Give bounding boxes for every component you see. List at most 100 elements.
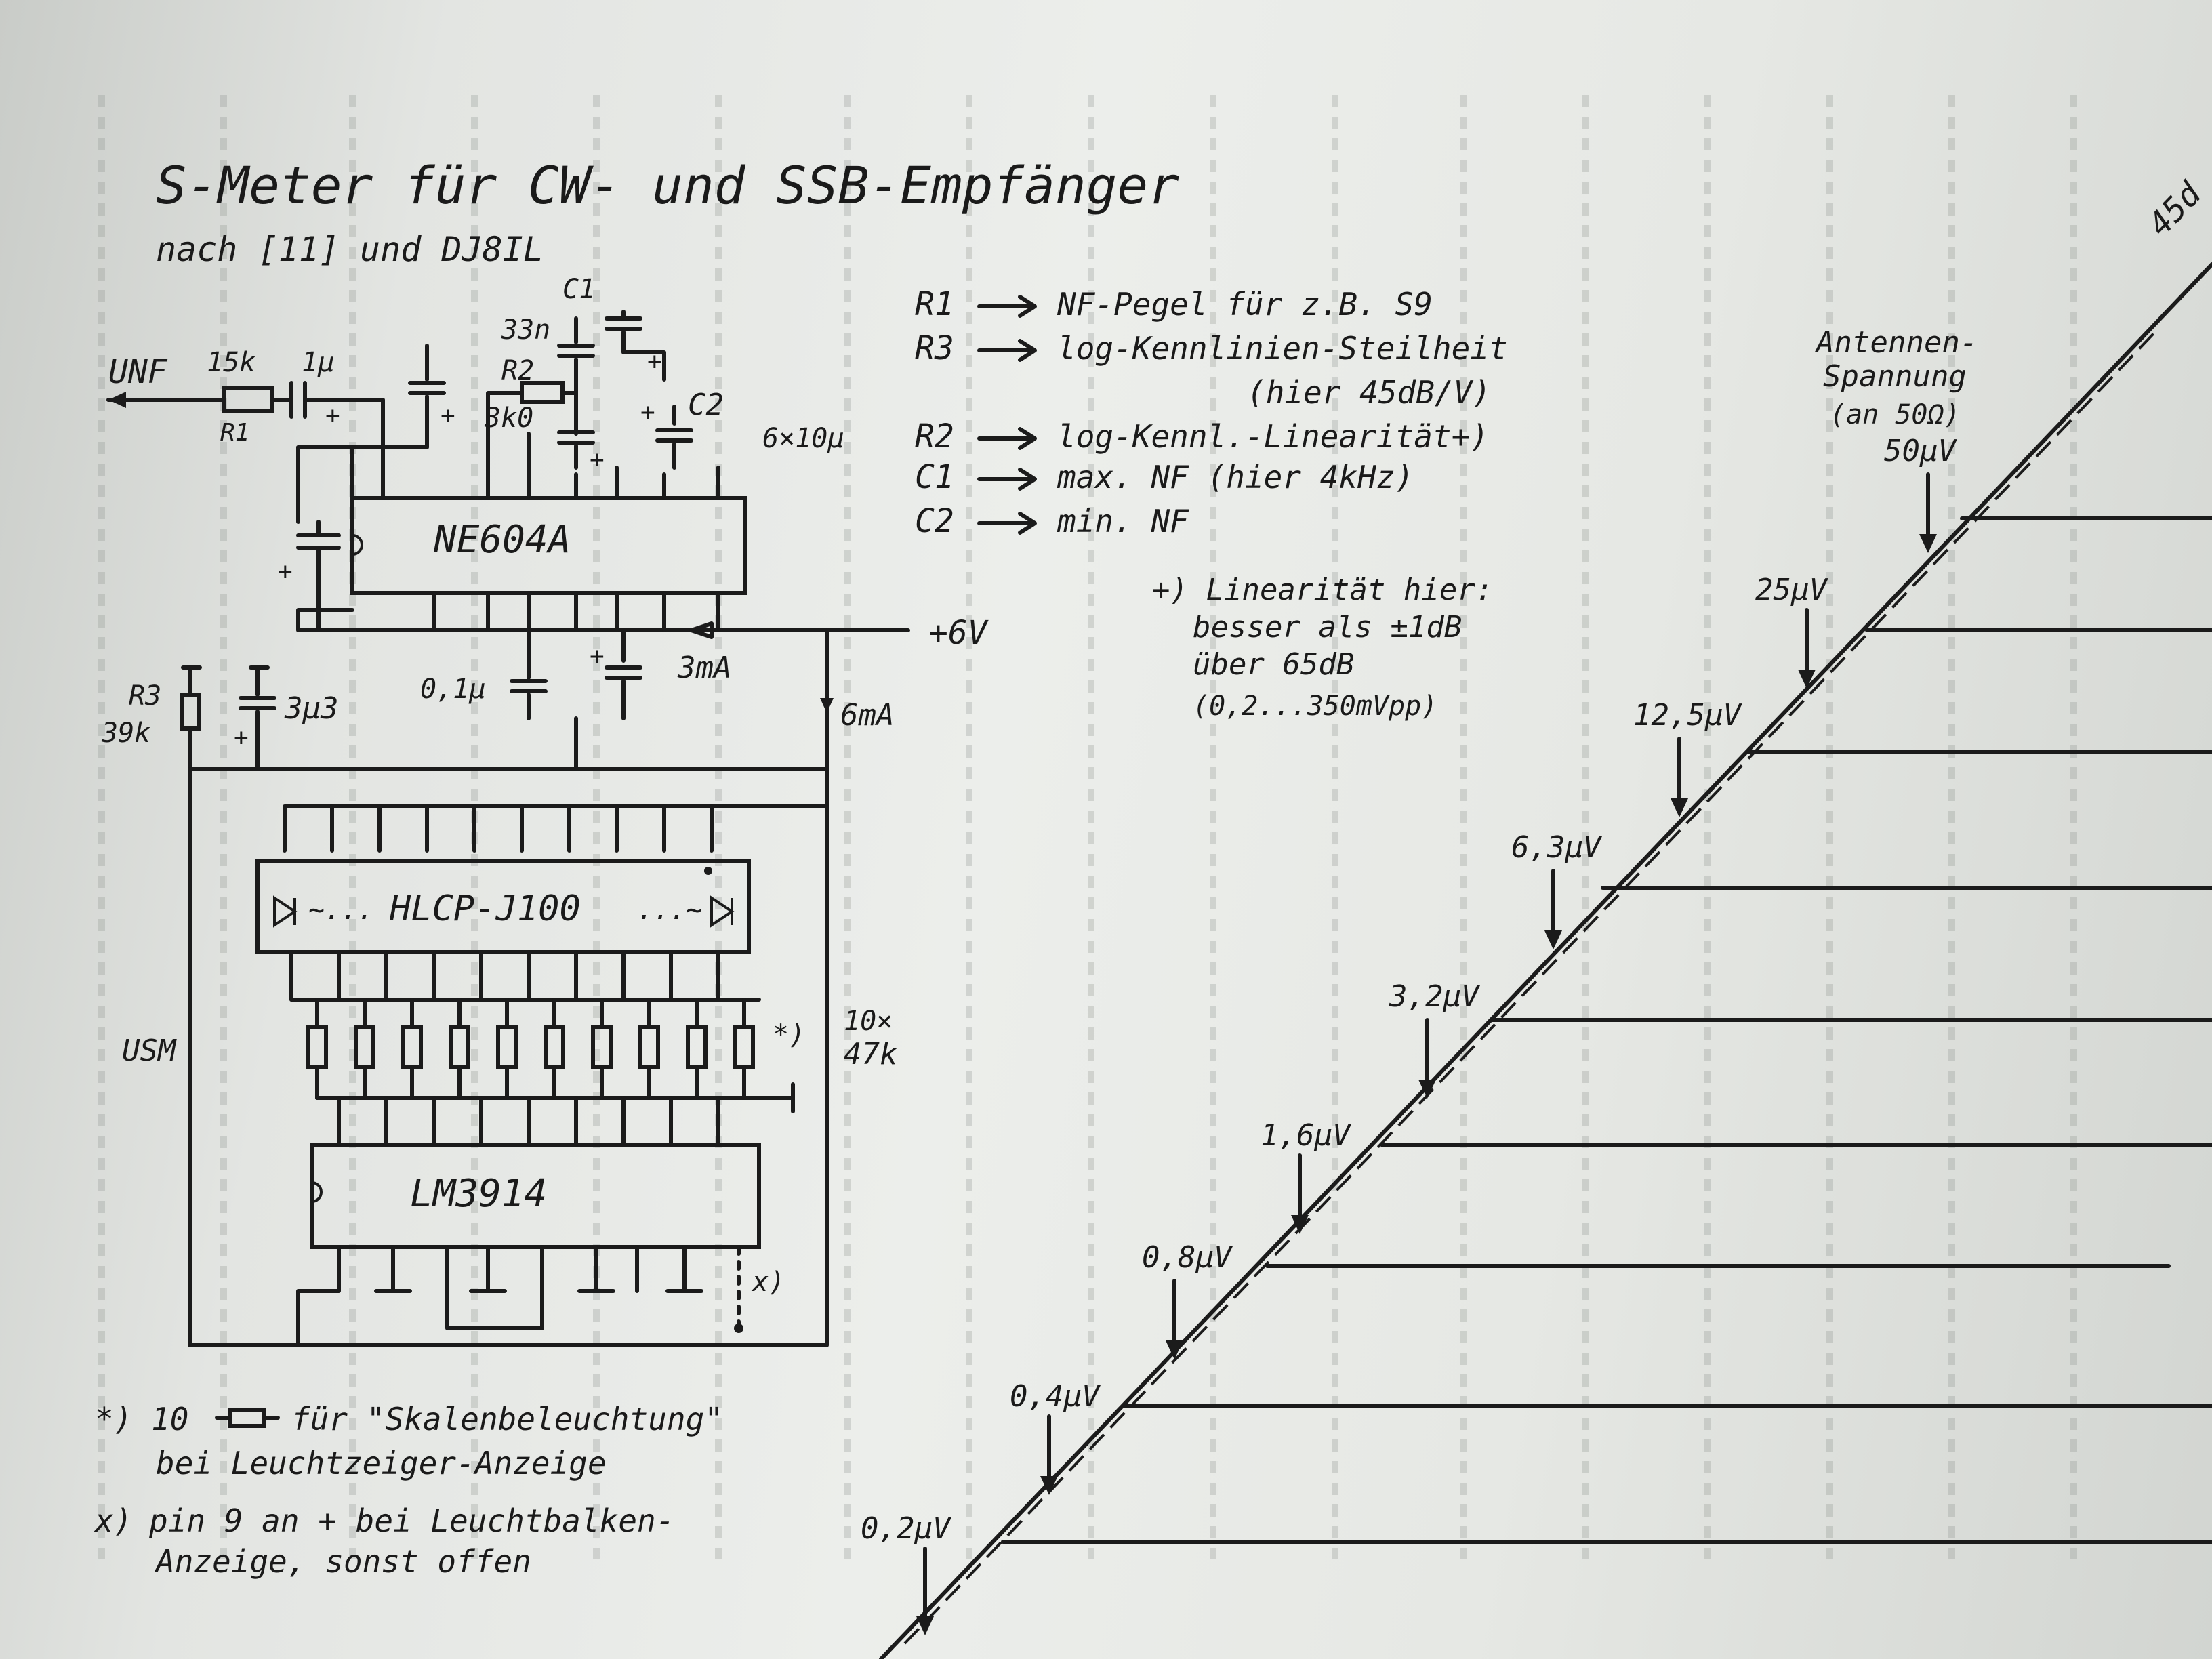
footnote-mark: x) — [94, 1502, 132, 1539]
plus-sign: + — [590, 642, 605, 670]
note-lhs: R1 — [915, 285, 954, 323]
level-marker: 0,4µV — [1010, 1379, 1101, 1495]
page-title: S-Meter für CW- und SSB-Empfänger — [156, 155, 1179, 216]
footnote-text: pin 9 an + bei Leuchtbalken- — [148, 1502, 674, 1539]
plus-sign: + — [647, 348, 662, 375]
linearity-note: +) Linearität hier: besser als ±1dB über… — [1152, 573, 1493, 722]
level-marker: 0,8µV — [1142, 1240, 1233, 1359]
resistor-array-count: 10× — [844, 1006, 893, 1037]
display-ellipsis: ~... — [308, 895, 373, 926]
level-label: 0,8µV — [1142, 1240, 1233, 1275]
resistor-array — [289, 998, 795, 1113]
note-rhs-sub: (hier 45dB/V) — [1247, 374, 1491, 411]
r3-resistor — [180, 693, 201, 731]
plus-sign: + — [234, 724, 249, 752]
display-ellipsis: ...~ — [637, 895, 702, 926]
r1-resistor — [222, 386, 274, 413]
slope-line — [879, 262, 2212, 1659]
ne604a-label: NE604A — [433, 518, 571, 562]
r1-name: R1 — [220, 419, 249, 447]
level-label: 25µV — [1755, 573, 1828, 607]
lm3914-label: LM3914 — [410, 1172, 547, 1216]
note-rhs: log-Kennl.-Linearität+) — [1057, 418, 1489, 455]
level-label: 0,2µV — [861, 1511, 952, 1546]
current-ic1: 3mA — [677, 651, 731, 685]
level-marker: 50µV — [1884, 434, 1957, 553]
note-row: C1 max. NF (hier 4kHz) — [915, 458, 1414, 496]
linearity-line: +) Linearität hier: — [1152, 573, 1493, 607]
cap-array-label: 6×10µ — [762, 423, 844, 454]
note-row: R2 log-Kennl.-Linearität+) — [915, 417, 1489, 455]
level-label: 3,2µV — [1389, 979, 1481, 1014]
r3-name: R3 — [129, 680, 161, 712]
level-label: 6,3µV — [1511, 830, 1603, 865]
plus-sign: + — [590, 446, 605, 474]
c1-name: C1 — [562, 274, 595, 305]
note-lhs: R3 — [915, 329, 954, 367]
level-marker: 1,6µV — [1261, 1118, 1352, 1234]
footnote-text: bei Leuchtzeiger-Anzeige — [156, 1445, 607, 1481]
display-label: HLCP-J100 — [389, 888, 581, 929]
component-notes: R1 NF-Pegel für z.B. S9 R3 log-Kennlinie… — [915, 285, 1508, 540]
plus-sign: + — [278, 558, 293, 586]
plus-sign: + — [325, 402, 340, 430]
note-rhs: max. NF (hier 4kHz) — [1057, 459, 1414, 495]
level-label: 1,6µV — [1261, 1118, 1352, 1153]
bypass-cap-value: 0,1µ — [420, 674, 485, 705]
plus-sign: + — [441, 402, 455, 430]
input-label: UNF — [108, 353, 168, 391]
level-marker: 12,5µV — [1633, 698, 1742, 817]
level-marker: 25µV — [1755, 573, 1828, 689]
level-marker: 0,2µV — [861, 1511, 952, 1635]
note-rhs: log-Kennlinien-Steilheit — [1057, 330, 1508, 367]
graph-heading: (an 50Ω) — [1830, 399, 1961, 430]
r3-cap-value: 3µ3 — [284, 691, 338, 726]
r1-value: 15k — [207, 347, 255, 378]
input-cap-value: 1µ — [302, 347, 334, 378]
resistor-array-value: 47k — [844, 1037, 897, 1071]
c1-value: 33n — [501, 314, 550, 346]
note-lhs: R2 — [915, 417, 954, 455]
page-subtitle: nach [11] und DJ8IL — [156, 230, 544, 269]
level-label: 0,4µV — [1010, 1379, 1101, 1414]
footnote-resistor-icon — [228, 1408, 266, 1428]
plus-sign: + — [640, 398, 655, 426]
graph-heading: Spannung — [1823, 359, 1967, 394]
log-graph: 45d Antennen- Spannung (an 50Ω) 0,2µV 0,… — [861, 174, 2212, 1659]
pin1-dot — [704, 867, 712, 875]
note-rhs: NF-Pegel für z.B. S9 — [1057, 286, 1433, 323]
note-lhs: C1 — [915, 458, 954, 496]
current-total: 6mA — [840, 698, 894, 733]
usm-label: USM — [122, 1033, 177, 1068]
supply-label: +6V — [928, 614, 989, 652]
note-row: C2 min. NF — [915, 502, 1189, 540]
c2-name: C2 — [688, 388, 724, 422]
slope-label: 45d — [2141, 174, 2209, 243]
circuit-schematic: UNF 15k R1 1µ + + + NE604A R2 3k0 33 — [101, 274, 989, 1347]
level-marker: 3,2µV — [1389, 979, 1481, 1099]
hlcp-j100-display — [255, 859, 751, 954]
linearity-line: über 65dB — [1193, 647, 1354, 682]
r3-value: 39k — [101, 718, 150, 749]
display-top-pins — [330, 804, 714, 853]
linearity-line: besser als ±1dB — [1193, 610, 1462, 644]
note-row: R1 NF-Pegel für z.B. S9 — [915, 285, 1433, 323]
footnote-mark: *) 10 — [95, 1401, 188, 1437]
graph-heading: Antennen- — [1814, 325, 1978, 360]
lm3914-chip — [310, 1143, 761, 1249]
level-label: 12,5µV — [1633, 698, 1742, 733]
note-row: R3 log-Kennlinien-Steilheit (hier 45dB/V… — [915, 329, 1508, 411]
linearity-line: (0,2...350mVpp) — [1193, 691, 1437, 722]
level-marker: 6,3µV — [1511, 830, 1603, 949]
footnote-text: für "Skalenbeleuchtung" — [291, 1401, 723, 1437]
r2-value: 3k0 — [484, 403, 533, 434]
footnote-text: Anzeige, sonst offen — [154, 1543, 531, 1580]
note-rhs: min. NF — [1057, 503, 1189, 539]
pin9-marker: x) — [751, 1267, 785, 1298]
note-lhs: C2 — [915, 502, 954, 540]
ne604a-chip — [350, 496, 747, 595]
resistor-array-marker: *) — [773, 1019, 805, 1050]
